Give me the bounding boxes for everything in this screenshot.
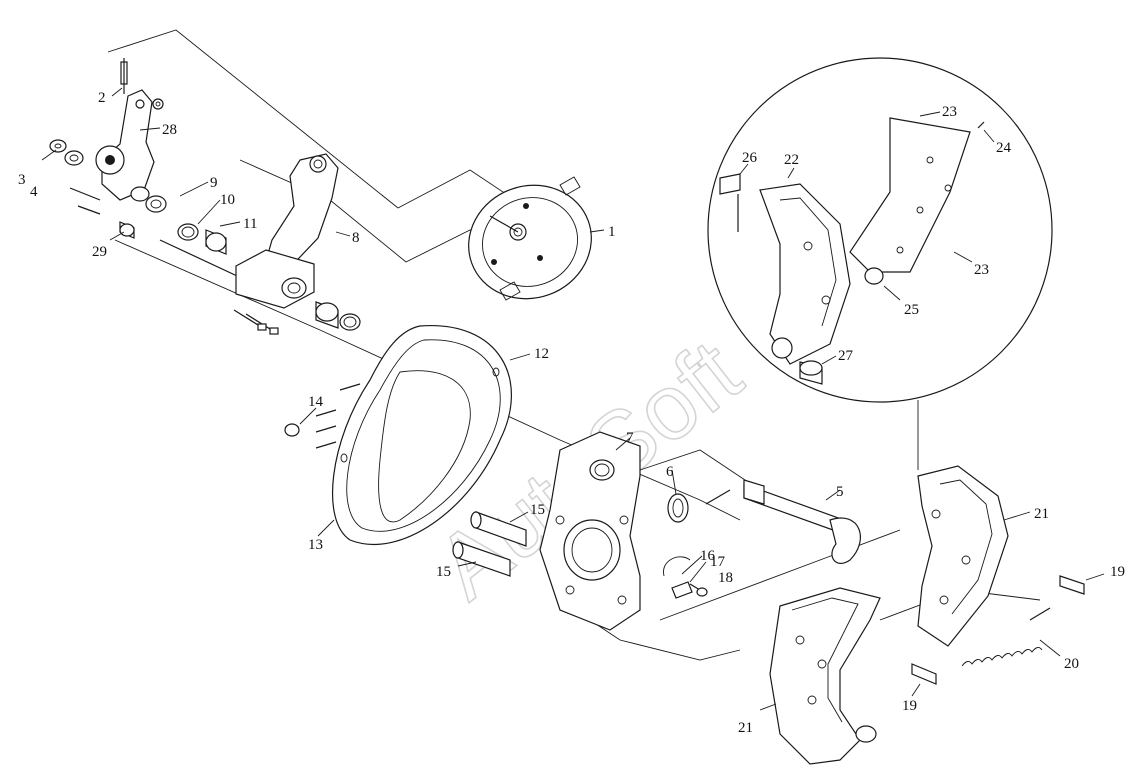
brake-spider-part (539, 431, 641, 631)
bushing-and-seal-parts (69, 186, 251, 283)
callout-15-upper: 15 (530, 502, 545, 518)
callout-6: 6 (666, 464, 674, 480)
callout-7: 7 (626, 430, 634, 446)
callout-21-lower: 21 (738, 720, 753, 736)
detail-small-parts (719, 121, 985, 385)
anchor-pin-parts (452, 511, 527, 577)
camshaft-bracket-part (235, 153, 339, 309)
brake-shoe-lower-part (769, 587, 881, 765)
callout-3: 3 (18, 172, 26, 188)
callout-27: 27 (838, 348, 854, 364)
callout-26: 26 (742, 150, 758, 166)
brake-shoe-right-part (917, 465, 1009, 647)
detail-view-circle (707, 57, 1053, 403)
camshaft-bushing-parts (315, 301, 361, 331)
dust-shield-part (332, 325, 512, 545)
callout-11: 11 (243, 216, 257, 232)
callout-14: 14 (308, 394, 324, 410)
callout-21-right: 21 (1034, 506, 1049, 522)
callout-12: 12 (534, 346, 549, 362)
clevis-pin-part (120, 58, 128, 94)
callout-18: 18 (718, 570, 733, 586)
callout-17: 17 (710, 554, 726, 570)
callout-29: 29 (92, 244, 107, 260)
callout-labels: 1 2 3 4 5 6 7 8 9 10 11 12 13 14 15 15 1… (18, 90, 1125, 736)
camshaft-part (705, 479, 861, 564)
callout-leader-lines (41, 87, 1105, 711)
callout-22: 22 (784, 152, 799, 168)
callout-1: 1 (608, 224, 616, 240)
callout-19-right: 19 (1110, 564, 1125, 580)
cam-washer-part (667, 493, 689, 523)
callout-19-lower: 19 (902, 698, 917, 714)
callout-20: 20 (1064, 656, 1079, 672)
callout-8: 8 (352, 230, 360, 246)
callout-9: 9 (210, 175, 218, 191)
detail-shoe-web-part (759, 183, 851, 365)
clip-and-bolt-parts (663, 556, 708, 599)
washer-parts (49, 139, 84, 166)
callout-25: 25 (904, 302, 919, 318)
roller-pin-and-spring-parts (911, 575, 1085, 685)
shield-bolt-parts (284, 383, 361, 449)
detail-lining-part (849, 117, 971, 273)
slack-adjuster-part (95, 89, 164, 201)
callout-5: 5 (836, 484, 844, 500)
callout-24: 24 (996, 140, 1012, 156)
callout-10: 10 (220, 192, 235, 208)
callout-28: 28 (162, 122, 177, 138)
callout-15-lower: 15 (436, 564, 451, 580)
callout-23-upper: 23 (942, 104, 957, 120)
bracket-bolt-parts (233, 309, 279, 335)
callout-4: 4 (30, 184, 38, 200)
callout-13: 13 (308, 537, 323, 553)
callout-23-lower: 23 (974, 262, 989, 278)
brake-chamber-part (468, 176, 592, 301)
callout-16: 16 (700, 548, 716, 564)
callout-2: 2 (98, 90, 106, 106)
